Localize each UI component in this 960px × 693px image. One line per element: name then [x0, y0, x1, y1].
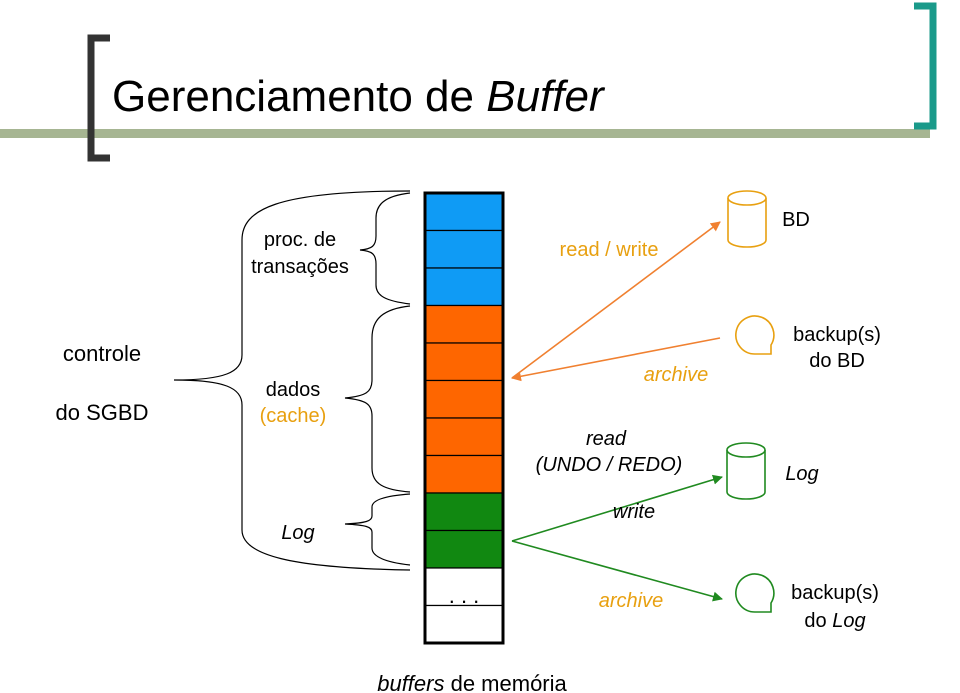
buffer-slot-log: [424, 529, 504, 569]
buffer-caption-italic: buffers: [377, 671, 444, 693]
label-controle: controle: [63, 341, 141, 366]
label-dados: dados: [266, 379, 321, 401]
buffer-ellipsis: . . .: [449, 583, 480, 608]
buffer-slot-livre: [424, 604, 504, 644]
label-log-left: Log: [281, 522, 314, 544]
buffer-slot-transacoes: [424, 192, 504, 232]
label-proc-de: proc. de: [264, 229, 336, 251]
label-backup-log-2: do Log: [804, 610, 865, 632]
buffer-caption-plain: de memória: [444, 671, 567, 693]
label-archive-bd: archive: [644, 364, 708, 386]
buffer-slot-transacoes: [424, 229, 504, 269]
brace-log: [344, 493, 411, 566]
left-bracket: [87, 34, 110, 162]
brace-dados: [344, 305, 411, 493]
label-backup-log-2-plain: do: [804, 610, 832, 632]
backup-log-tape-icon: [735, 573, 775, 613]
arrow-to-buffer: [511, 337, 721, 382]
buffer-slot-dados: [424, 454, 504, 494]
buffer-slot-log: [424, 492, 504, 532]
buffer-slot-dados: [424, 342, 504, 382]
database-cylinder-icon: [727, 190, 767, 248]
buffer-slot-dados: [424, 417, 504, 457]
page-title-plain: Gerenciamento de: [112, 72, 487, 121]
label-read-write: read / write: [560, 239, 659, 261]
arrow-archive-log: [511, 540, 723, 602]
buffer-slot-transacoes: [424, 267, 504, 307]
page-title-italic: Buffer: [486, 72, 604, 121]
buffer-caption: buffers de memória: [377, 671, 567, 693]
label-read: read: [586, 428, 627, 450]
label-backup-log-1: backup(s): [791, 582, 879, 604]
label-bd: BD: [782, 209, 810, 231]
buffer-outline: [423, 191, 505, 645]
log-cylinder-icon: [726, 442, 766, 500]
label-transacoes: transações: [251, 256, 349, 278]
arrow-read-write: [511, 221, 721, 379]
buffer-slot-dados: [424, 379, 504, 419]
title-accent-bar: [0, 129, 930, 138]
label-undo-redo: (UNDO / REDO): [536, 454, 683, 476]
label-backup-bd-1: backup(s): [793, 324, 881, 346]
label-log-right: Log: [785, 463, 818, 485]
label-cache: (cache): [260, 405, 327, 427]
label-do-sgbd: do SGBD: [56, 400, 149, 425]
right-bracket: [914, 2, 937, 130]
backup-bd-tape-icon: [735, 315, 775, 355]
buffer-slot-dados: [424, 304, 504, 344]
big-brace: [173, 190, 411, 571]
brace-transacoes: [359, 192, 411, 305]
label-archive-log: archive: [599, 590, 663, 612]
label-backup-log-2-italic: Log: [832, 610, 865, 632]
page-title: Gerenciamento de Buffer: [112, 72, 604, 122]
buffer-column: [423, 191, 505, 645]
label-write: write: [613, 501, 655, 523]
label-backup-bd-2: do BD: [809, 350, 865, 372]
arrow-undo-redo: [511, 474, 723, 542]
